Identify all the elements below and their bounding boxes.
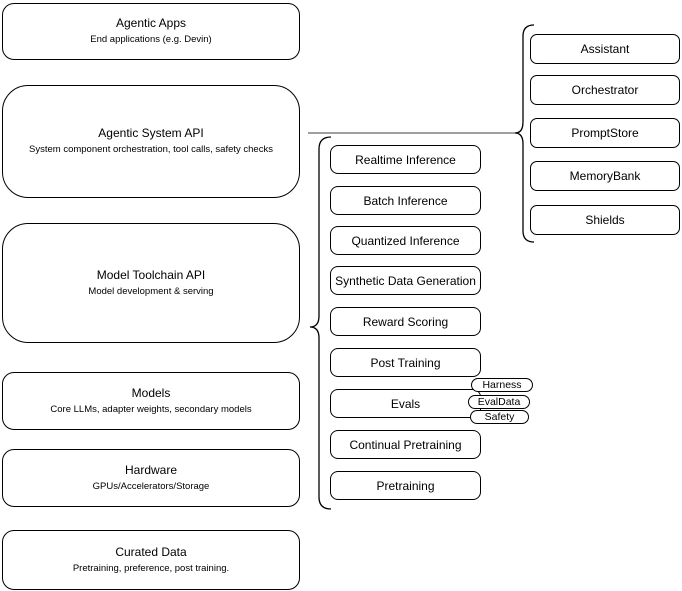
node-models: Models Core LLMs, adapter weights, secon… xyxy=(2,372,300,430)
node-title: Hardware xyxy=(124,462,178,477)
node-memorybank: MemoryBank xyxy=(530,161,680,191)
node-label: Realtime Inference xyxy=(355,152,456,167)
node-reward-scoring: Reward Scoring xyxy=(330,307,481,336)
pill-safety: Safety xyxy=(470,410,529,424)
node-label: Continual Pretraining xyxy=(349,437,462,452)
node-quantized-inference: Quantized Inference xyxy=(330,226,481,255)
node-subtitle: Core LLMs, adapter weights, secondary mo… xyxy=(50,403,252,415)
node-label: Quantized Inference xyxy=(351,233,460,248)
node-title: Agentic System API xyxy=(98,126,204,140)
node-label: PromptStore xyxy=(571,126,639,140)
node-title: Curated Data xyxy=(115,544,187,559)
node-title: Agentic Apps xyxy=(115,16,187,30)
node-label: Pretraining xyxy=(376,478,435,493)
node-label: Orchestrator xyxy=(571,83,639,97)
node-subtitle: System component orchestration, tool cal… xyxy=(29,144,273,155)
node-shields: Shields xyxy=(530,205,680,235)
pill-label: Harness xyxy=(482,379,522,391)
brace-toolchain-components xyxy=(309,136,332,510)
node-subtitle: GPUs/Accelerators/Storage xyxy=(92,480,210,492)
node-hardware: Hardware GPUs/Accelerators/Storage xyxy=(2,449,300,507)
node-model-toolchain-api: Model Toolchain API Model development & … xyxy=(2,223,300,343)
node-orchestrator: Orchestrator xyxy=(530,75,680,105)
node-label: Batch Inference xyxy=(363,193,448,208)
node-subtitle: End applications (e.g. Devin) xyxy=(90,34,212,45)
node-label: Synthetic Data Generation xyxy=(335,273,476,288)
node-realtime-inference: Realtime Inference xyxy=(330,145,481,174)
node-label: MemoryBank xyxy=(569,169,641,183)
pill-label: EvalData xyxy=(477,396,521,408)
node-pretraining: Pretraining xyxy=(330,471,481,500)
node-agentic-system-api: Agentic System API System component orch… xyxy=(2,85,300,198)
node-label: Post Training xyxy=(370,355,441,370)
node-label: Shields xyxy=(585,213,625,227)
pill-label: Safety xyxy=(484,411,515,423)
node-subtitle: Model development & serving xyxy=(88,285,214,297)
node-label: Reward Scoring xyxy=(362,314,449,329)
node-evals: Evals xyxy=(330,389,481,418)
node-label: Evals xyxy=(390,396,421,411)
node-title: Models xyxy=(131,385,171,400)
node-post-training: Post Training xyxy=(330,348,481,377)
node-curated-data: Curated Data Pretraining, preference, po… xyxy=(2,530,300,590)
node-batch-inference: Batch Inference xyxy=(330,186,481,215)
node-label: Assistant xyxy=(580,42,630,56)
node-assistant: Assistant xyxy=(530,34,680,64)
node-promptstore: PromptStore xyxy=(530,118,680,148)
node-continual-pretraining: Continual Pretraining xyxy=(330,430,481,459)
node-title: Model Toolchain API xyxy=(96,267,206,282)
pill-harness: Harness xyxy=(471,378,533,392)
pill-evaldata: EvalData xyxy=(468,395,530,409)
node-agentic-apps: Agentic Apps End applications (e.g. Devi… xyxy=(2,3,300,60)
node-synthetic-data-generation: Synthetic Data Generation xyxy=(330,266,481,295)
node-subtitle: Pretraining, preference, post training. xyxy=(72,562,230,574)
